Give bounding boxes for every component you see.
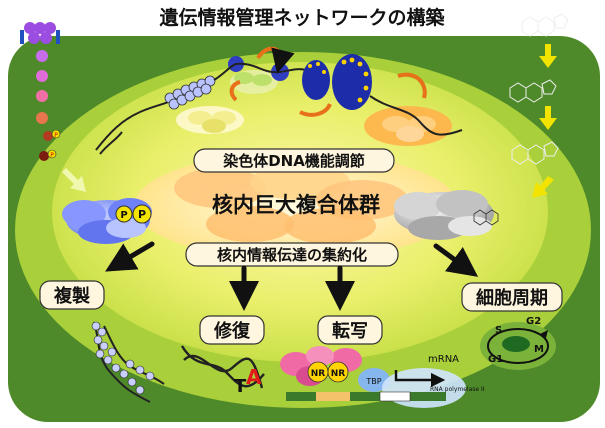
- label-replication: 複製: [39, 280, 105, 310]
- tbp-label: TBP: [365, 377, 381, 386]
- svg-text:染色体DNA機能調節: 染色体DNA機能調節: [222, 152, 365, 170]
- mrna-label: mRNA: [428, 354, 459, 365]
- hormone-input-arrows: [62, 44, 557, 198]
- phase-s: S: [495, 325, 502, 336]
- repair-letter-t: T: [234, 376, 247, 397]
- nr-label-1: NR: [311, 369, 326, 379]
- output-arrows: [105, 241, 479, 311]
- signal-cascade-left: P P: [20, 22, 61, 161]
- label-cell-cycle: 細胞周期: [461, 282, 563, 312]
- svg-text:転写: 転写: [332, 320, 368, 342]
- nr-label-2: NR: [331, 369, 346, 379]
- phospho-label-2: P: [138, 208, 146, 221]
- replication-fork: [91, 321, 165, 403]
- dna-repair: T A: [180, 345, 265, 397]
- polymerase-label: RNA polymelase II: [430, 386, 485, 393]
- chromatin-cluster-top: [176, 70, 452, 146]
- label-signal-integration: 核内情報伝達の集約化: [185, 242, 399, 267]
- svg-text:細胞周期: 細胞周期: [476, 287, 548, 309]
- svg-text:複製: 複製: [53, 285, 90, 307]
- phospho-label-small-2: P: [50, 152, 54, 159]
- label-transcription: 転写: [317, 315, 383, 345]
- core-complex-cluster: [174, 164, 408, 244]
- svg-text:修復: 修復: [213, 320, 251, 342]
- chromatin-remodel-arrows: [229, 46, 427, 117]
- phospho-label-1: P: [120, 210, 127, 221]
- kinase-complex-left: P P: [62, 198, 152, 244]
- cell-cycle-wheel: S G2 G1 M: [480, 316, 556, 370]
- nucleosome-large: [302, 54, 372, 110]
- phospho-label-small: P: [54, 132, 58, 139]
- steroid-hormones: [509, 13, 569, 165]
- diagram-title: 遺伝情報管理ネットワークの構築: [159, 6, 445, 29]
- phase-g1: G1: [488, 354, 503, 365]
- svg-text:核内情報伝達の集約化: 核内情報伝達の集約化: [217, 246, 367, 264]
- repair-letter-a: A: [246, 365, 262, 389]
- transcription-machinery: NR NR TBP mRNA RNA polymelase II: [280, 346, 485, 408]
- label-repair: 修復: [199, 315, 265, 345]
- label-nuclear-complexes: 核内巨大複合体群: [212, 193, 380, 217]
- phase-g2: G2: [526, 316, 541, 327]
- label-chromatin-regulation: 染色体DNA機能調節: [193, 148, 395, 173]
- receptor-complex-right: [394, 190, 499, 240]
- phase-m: M: [534, 344, 544, 355]
